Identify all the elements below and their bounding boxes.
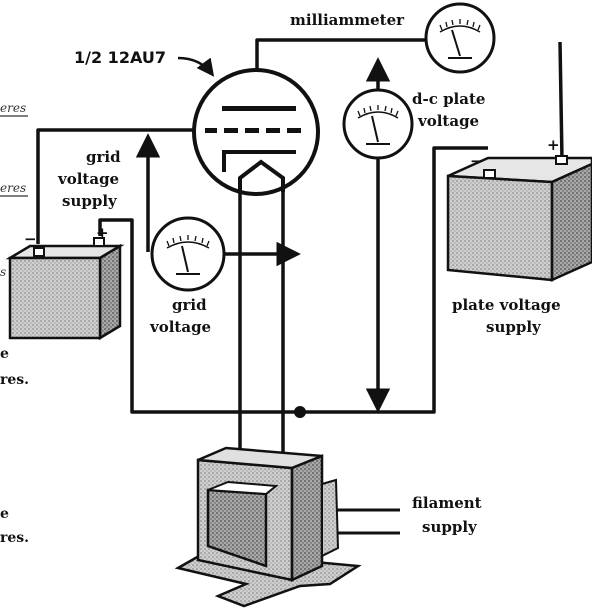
grid-supply-label-2: voltage: [57, 170, 119, 188]
tube-heater: [238, 159, 285, 192]
filament-label-2: supply: [422, 518, 478, 536]
grid-supply-label-1: grid: [86, 148, 121, 166]
plate-battery-icon: [446, 155, 592, 282]
margin-fragment: s: [0, 265, 6, 279]
margin-fragment: e: [0, 506, 9, 522]
grid-voltmeter-label-2: voltage: [149, 318, 211, 336]
tube-cathode: [222, 150, 296, 172]
grid-voltmeter-icon: [150, 216, 226, 292]
plate-voltmeter-label-1: d-c plate: [412, 90, 485, 108]
filament-transformer-icon: [174, 446, 362, 608]
margin-fragment: eres: [0, 181, 26, 195]
margin-fragment: res.: [0, 530, 29, 546]
margin-fragment: res.: [0, 372, 29, 388]
tube-plate: [222, 106, 296, 111]
tube-label-leader: [177, 56, 215, 77]
grid-voltmeter-label-1: grid: [172, 296, 207, 314]
plate-battery-minus: −: [470, 152, 483, 170]
tube-grid: [205, 128, 301, 133]
milliammeter-icon: [424, 2, 496, 74]
grid-battery-plus: +: [96, 224, 109, 242]
plate-supply-plus-wire: [558, 41, 564, 161]
grid-supply-label-3: supply: [62, 192, 118, 210]
grid-battery-minus: −: [24, 230, 37, 248]
grid-battery-icon: [5, 237, 125, 341]
plate-supply-label-2: supply: [486, 318, 542, 336]
milliammeter-label: milliammeter: [290, 11, 405, 29]
grid-wire: [36, 128, 205, 244]
grid-supply-plus-wire: [98, 218, 300, 414]
junction-dot: [294, 406, 306, 418]
filament-label-1: filament: [412, 494, 482, 512]
margin-fragment: e: [0, 346, 9, 362]
tube-label: 1/2 12AU7: [74, 48, 166, 67]
margin-fragment: eres: [0, 101, 26, 115]
plate-voltmeter-label-2: voltage: [417, 112, 479, 130]
wiring: [36, 38, 564, 535]
plate-battery-plus: +: [547, 136, 560, 154]
vacuum-tube: [192, 68, 320, 196]
plate-supply-label-1: plate voltage: [452, 296, 561, 314]
plate-voltmeter-icon: [342, 88, 414, 160]
